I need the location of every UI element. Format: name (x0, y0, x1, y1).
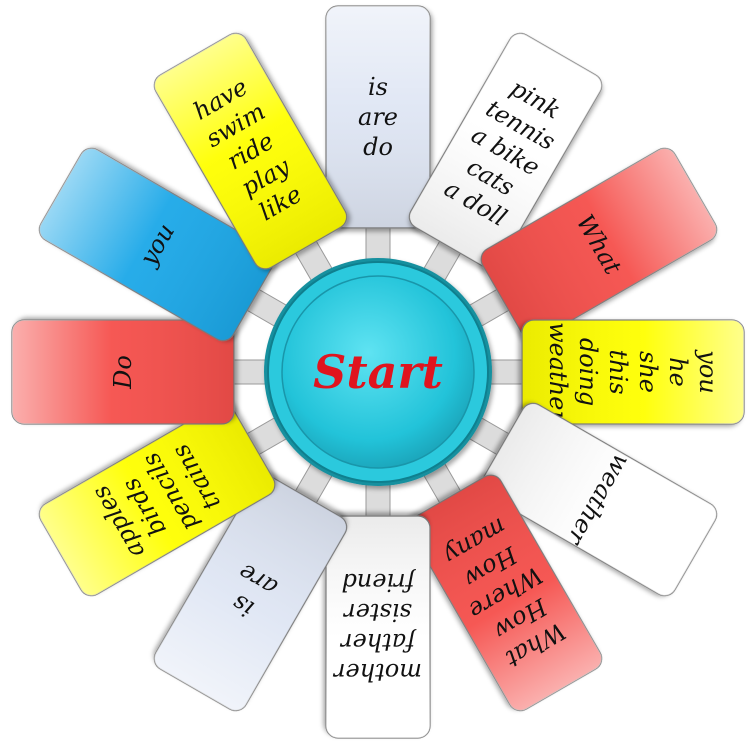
card-word: he (664, 357, 692, 387)
card-word: this (604, 349, 632, 394)
card-word: weather (544, 322, 572, 423)
card-gloss (326, 6, 430, 228)
card-gloss (39, 148, 275, 341)
card-gloss (154, 475, 347, 711)
card-gloss (12, 320, 234, 424)
card-word: you (694, 349, 722, 393)
hub-face (281, 275, 475, 469)
card-word: mother (332, 658, 422, 686)
card-word: sister (343, 598, 412, 626)
card-left-lower[interactable]: applesbirdspencilstrains (35, 374, 323, 600)
card-top-left[interactable]: haveswimrideplaylike (150, 29, 376, 317)
card-right-lower[interactable]: weather (433, 374, 721, 600)
card-right[interactable]: youheshethisdoingweather (471, 319, 745, 425)
card-bottom[interactable]: motherfathersisterfriend (325, 465, 431, 739)
card-right-upper[interactable]: What (433, 144, 721, 370)
card-text: motherfathersisterfriend (332, 568, 422, 686)
card-gloss (154, 33, 347, 269)
card-word: is (368, 73, 388, 101)
card-gloss (409, 33, 602, 269)
card-text: Do (109, 355, 137, 390)
card-text: applesbirdspencilstrains (85, 433, 230, 567)
card-gloss (522, 320, 744, 424)
card-gloss (409, 475, 602, 711)
card-text: youheshethisdoingweather (544, 322, 722, 423)
card-word: do (363, 133, 393, 161)
card-gloss (39, 403, 275, 596)
card-word: Do (109, 355, 137, 390)
card-word: she (634, 351, 662, 393)
card-gloss (481, 148, 717, 341)
card-word: friend (341, 568, 416, 596)
card-bottom-right[interactable]: WhatHowWhereHowmany (380, 427, 606, 715)
start-hub[interactable]: Start (264, 258, 492, 486)
start-label[interactable]: Start (313, 345, 443, 399)
card-left-upper[interactable]: you (35, 144, 323, 370)
card-left[interactable]: Do (11, 319, 285, 425)
card-word: father (339, 628, 416, 656)
card-word: doing (574, 338, 602, 406)
card-gloss (481, 403, 717, 596)
card-gloss (326, 516, 430, 738)
card-word: are (358, 103, 398, 131)
